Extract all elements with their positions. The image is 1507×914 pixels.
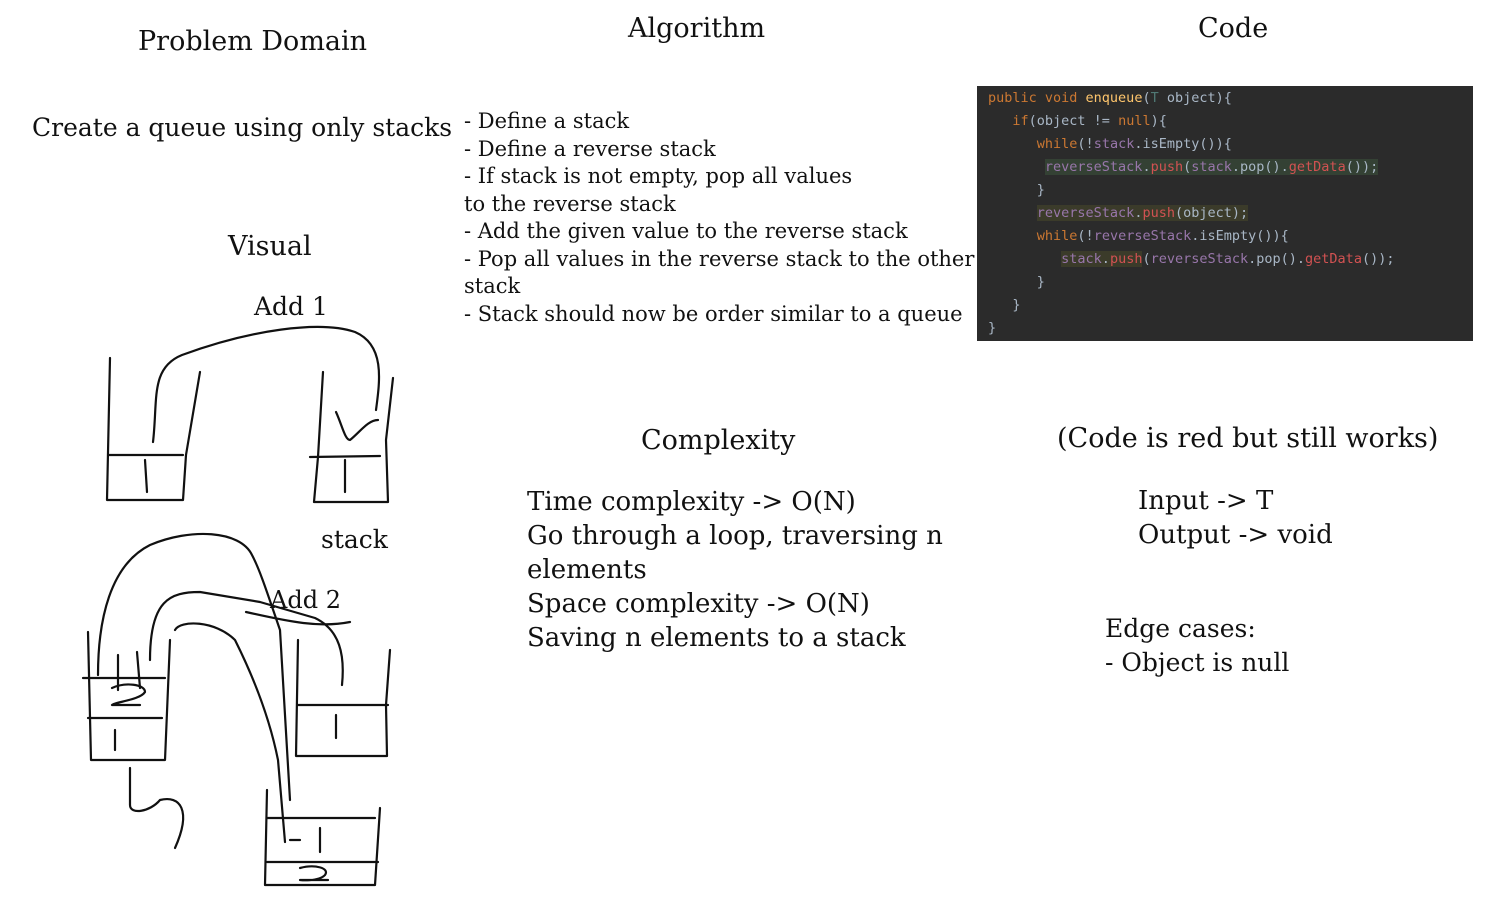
code-line: }	[988, 297, 1021, 313]
output-label: Output -> void	[1138, 520, 1333, 550]
algorithm-steps: - Define a stack - Define a reverse stac…	[464, 108, 974, 328]
algorithm-step: - Pop all values in the reverse stack to…	[464, 246, 975, 271]
code-line: while(!stack.isEmpty()){	[1036, 136, 1232, 152]
problem-statement: Create a queue using only stacks	[32, 113, 453, 142]
complexity-line: Saving n elements to a stack	[527, 623, 906, 653]
complexity-line: Go through a loop, traversing n	[527, 521, 943, 551]
code-line: reverseStack.push(object);	[1036, 205, 1249, 221]
complexity-heading: Complexity	[641, 425, 796, 456]
code-note: (Code is red but still works)	[1057, 423, 1439, 454]
algorithm-step: - Add the given value to the reverse sta…	[464, 219, 908, 243]
complexity-line: Time complexity -> O(N)	[527, 487, 856, 517]
code-line: stack.push(reverseStack.pop().getData())…	[1061, 251, 1395, 267]
algorithm-heading: Algorithm	[628, 13, 766, 44]
complexity-line: elements	[527, 555, 647, 585]
code-line: while(!reverseStack.isEmpty()){	[1036, 228, 1289, 244]
complexity-line: Space complexity -> O(N)	[527, 589, 870, 619]
algorithm-step: to the reverse stack	[464, 191, 676, 216]
add-2-left-stack	[81, 532, 352, 850]
complexity-body: Time complexity -> O(N) Go through a loo…	[527, 485, 943, 655]
edge-cases-heading: Edge cases:	[1105, 614, 1256, 643]
input-output: Input -> T Output -> void	[1138, 484, 1333, 552]
problem-domain-heading: Problem Domain	[138, 26, 368, 57]
input-label: Input -> T	[1138, 486, 1274, 516]
code-screenshot: public void enqueue(T object){ if(object…	[977, 86, 1473, 341]
add-1-label: Add 1	[254, 292, 328, 321]
code-line: if(object != null){	[1012, 113, 1167, 129]
edge-cases: Edge cases: - Object is null	[1105, 612, 1289, 680]
algorithm-step: stack	[464, 274, 521, 298]
code-line: }	[988, 274, 1045, 290]
code-line: }	[988, 320, 997, 336]
add-2-right-stack	[294, 638, 392, 758]
code-heading: Code	[1198, 13, 1269, 44]
algorithm-step: - Define a stack	[464, 109, 630, 133]
code-line: reverseStack.push(stack.pop().getData())…	[1044, 159, 1379, 175]
edge-case-item: - Object is null	[1105, 648, 1290, 677]
add-1-left-stack	[105, 325, 381, 502]
stack-label: stack	[321, 525, 388, 554]
visual-heading: Visual	[228, 231, 312, 262]
add-1-right-stack	[308, 370, 395, 504]
algorithm-step: - Stack should now be order similar to a…	[464, 301, 963, 326]
add-2-bottom-stack	[173, 622, 382, 887]
algorithm-step: - Define a reverse stack	[464, 136, 716, 161]
code-line: }	[988, 182, 1045, 198]
code-line: public void enqueue(T object){	[988, 90, 1232, 106]
algorithm-step: - If stack is not empty, pop all values	[464, 164, 853, 188]
